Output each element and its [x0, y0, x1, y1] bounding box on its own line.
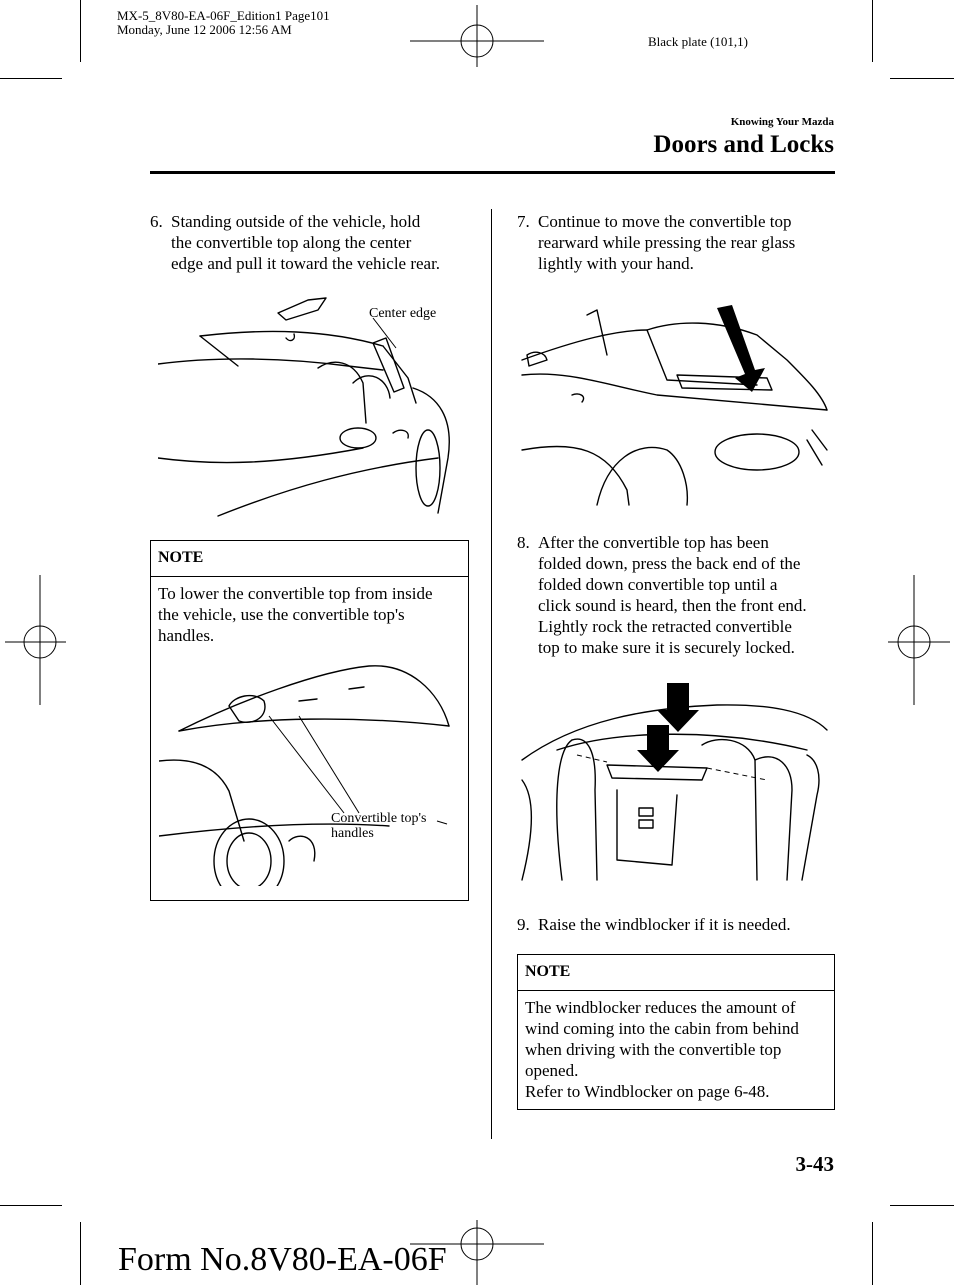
header-rule	[150, 171, 835, 174]
text-line: click sound is heard, then the front end…	[538, 596, 807, 615]
text-line: Continue to move the convertible top	[538, 212, 792, 231]
page-title: Doors and Locks	[653, 131, 834, 158]
text-line: top to make sure it is securely locked.	[538, 638, 795, 657]
text-line: lightly with your hand.	[538, 254, 694, 273]
plate-label: Black plate (101,1)	[648, 34, 748, 49]
text-line: the convertible top along the center	[171, 233, 412, 252]
callout-handles-2: handles	[331, 826, 374, 841]
text-line: rearward while pressing the rear glass	[538, 233, 796, 252]
text-line: Refer to Windblocker on page 6-48.	[525, 1082, 770, 1101]
figure-press-rear-glass	[521, 305, 828, 506]
callout-center-edge: Center edge	[369, 306, 436, 321]
text-line: After the convertible top has been	[538, 533, 769, 552]
column-divider	[491, 209, 492, 1139]
step-8: 8. After the convertible top has been fo…	[517, 532, 847, 662]
note-heading: NOTE	[151, 541, 468, 577]
text-line: Standing outside of the vehicle, hold	[171, 212, 421, 231]
print-date-line: Monday, June 12 2006 12:56 AM	[117, 22, 292, 37]
text-line: edge and pull it toward the vehicle rear…	[171, 254, 441, 273]
registration-mark-right	[888, 575, 950, 705]
step-number: 8.	[517, 533, 530, 552]
text-line: wind coming into the cabin from behind	[525, 1019, 799, 1038]
step-number: 6.	[150, 212, 163, 231]
note-box-left: NOTE To lower the convertible top from i…	[150, 540, 469, 901]
figure-top-handles: Convertible top's handles	[159, 665, 450, 886]
step-number: 7.	[517, 212, 530, 231]
step-9: 9. Raise the windblocker if it is needed…	[517, 914, 847, 938]
text-line: To lower the convertible top from inside	[158, 584, 433, 603]
text-line: Lightly rock the retracted convertible	[538, 617, 792, 636]
text-line: the vehicle, use the convertible top's	[158, 605, 405, 624]
note-heading: NOTE	[518, 955, 834, 991]
figure-lock-folded-top	[521, 683, 828, 881]
text-line: handles.	[158, 626, 215, 645]
text-line: opened.	[525, 1061, 579, 1080]
step-number: 9.	[517, 915, 530, 934]
page-number: 3-43	[795, 1152, 835, 1176]
text-line: folded down, press the back end of the	[538, 554, 801, 573]
registration-mark-left	[5, 575, 66, 705]
callout-handles-1: Convertible top's	[331, 811, 426, 826]
text-line: when driving with the convertible top	[525, 1040, 782, 1059]
registration-mark-bottom	[410, 1220, 544, 1285]
step-7: 7. Continue to move the convertible top …	[517, 211, 847, 281]
step-6: 6. Standing outside of the vehicle, hold…	[150, 211, 480, 281]
text-line: The windblocker reduces the amount of	[525, 998, 796, 1017]
figure-pull-top-rearward: Center edge	[158, 297, 450, 517]
note-box-right: NOTE The windblocker reduces the amount …	[517, 954, 835, 1110]
text-line: folded down convertible top until a	[538, 575, 778, 594]
form-number: Form No.8V80-EA-06F	[118, 1241, 447, 1278]
registration-mark-top	[410, 5, 544, 67]
section-label: Knowing Your Mazda	[730, 116, 834, 128]
print-file-line: MX-5_8V80-EA-06F_Edition1 Page101	[117, 8, 330, 23]
text-line: Raise the windblocker if it is needed.	[538, 915, 791, 934]
